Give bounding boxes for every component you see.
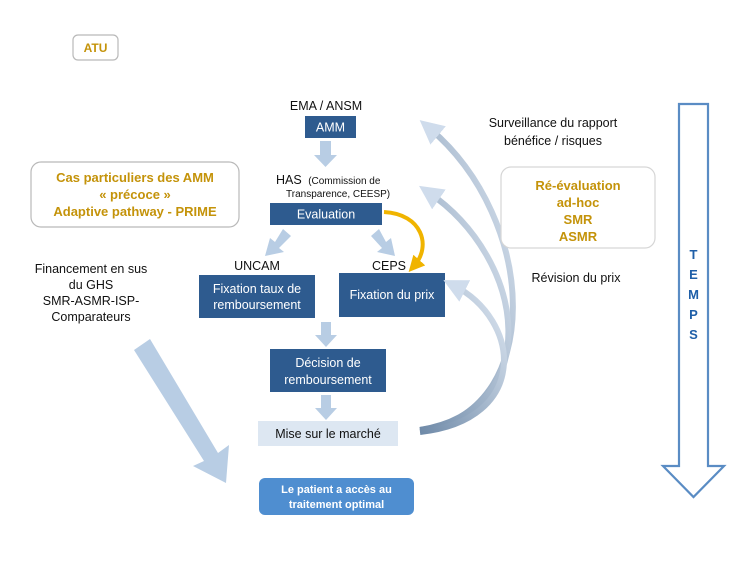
uncam-label: UNCAM bbox=[234, 259, 280, 273]
patient-box bbox=[259, 478, 414, 515]
uncam-box-line-1: Fixation taux de bbox=[213, 282, 301, 296]
special-cases-line-1: Cas particuliers des AMM bbox=[56, 170, 214, 185]
curve-to-price bbox=[419, 280, 507, 435]
time-letter-3: M bbox=[688, 287, 699, 302]
special-cases-line-2: « précoce » bbox=[99, 187, 171, 202]
evaluation-to-uncam-arrow bbox=[265, 229, 291, 256]
financing-to-patient-arrow bbox=[134, 339, 229, 483]
surveillance-line-1: Surveillance du rapport bbox=[489, 116, 618, 130]
amm-box-label: AMM bbox=[316, 121, 345, 135]
reevaluation-box: Ré-évaluation ad-hoc SMR ASMR bbox=[500, 166, 656, 249]
ceps-label: CEPS bbox=[372, 259, 406, 273]
has-label-small-2: Transparence, CEESP) bbox=[286, 189, 390, 200]
financing-line-1: Financement en sus bbox=[35, 262, 148, 276]
svg-text:HAS (Commission de: HAS (Commission de bbox=[276, 173, 381, 187]
to-market-arrow bbox=[315, 395, 337, 420]
evaluation-box-label: Evaluation bbox=[297, 208, 355, 222]
amm-box bbox=[305, 116, 356, 138]
uncam-box bbox=[199, 275, 315, 318]
amm-to-has-arrow bbox=[314, 141, 337, 167]
patient-box-line-1: Le patient a accès au bbox=[281, 484, 392, 496]
time-letter-2: E bbox=[689, 267, 698, 282]
ema-label: EMA / ANSM bbox=[290, 99, 362, 113]
decision-box bbox=[270, 349, 386, 392]
financing-line-3: SMR-ASMR-ISP- bbox=[43, 294, 140, 308]
reevaluation-line-2: ad-hoc bbox=[557, 195, 600, 210]
evaluation-to-ceps-arrow bbox=[371, 229, 395, 256]
surveillance-line-2: bénéfice / risques bbox=[504, 134, 602, 148]
financing-line-4: Comparateurs bbox=[51, 310, 130, 324]
to-decision-arrow bbox=[315, 322, 337, 347]
decision-box-line-2: remboursement bbox=[284, 373, 372, 387]
atu-label: ATU bbox=[84, 41, 108, 55]
has-label-main: HAS bbox=[276, 173, 302, 187]
price-fixing-box bbox=[339, 273, 445, 317]
price-revision-label: Révision du prix bbox=[532, 271, 622, 285]
evaluation-box bbox=[270, 203, 382, 225]
time-letter-4: P bbox=[689, 307, 698, 322]
special-cases-line-3: Adaptive pathway - PRIME bbox=[53, 204, 217, 219]
reevaluation-line-4: ASMR bbox=[559, 229, 598, 244]
atu-badge: ATU bbox=[72, 34, 119, 61]
has-label-small-1: (Commission de bbox=[308, 176, 381, 187]
market-box-label: Mise sur le marché bbox=[275, 427, 381, 441]
feedback-curves bbox=[419, 120, 516, 435]
special-cases-box: Cas particuliers des AMM « précoce » Ada… bbox=[30, 161, 240, 228]
market-box bbox=[258, 421, 398, 446]
ema-node: EMA / ANSM AMM bbox=[290, 99, 362, 138]
evaluation-to-price-orange-arrow bbox=[383, 210, 426, 272]
reevaluation-line-1: Ré-évaluation bbox=[535, 178, 620, 193]
time-arrow: T E M P S bbox=[660, 102, 727, 499]
has-label: HAS (Commission de Transparence, CEESP) bbox=[276, 173, 390, 200]
price-fixing-box-label: Fixation du prix bbox=[350, 288, 436, 302]
financing-line-2: du GHS bbox=[69, 278, 113, 292]
patient-box-line-2: traitement optimal bbox=[289, 499, 384, 511]
time-letter-1: T bbox=[690, 247, 698, 262]
time-letter-5: S bbox=[689, 327, 698, 342]
decision-box-line-1: Décision de bbox=[295, 356, 360, 370]
financing-text: Financement en sus du GHS SMR-ASMR-ISP- … bbox=[35, 262, 148, 324]
reevaluation-line-3: SMR bbox=[564, 212, 594, 227]
curve-to-evaluation bbox=[419, 185, 512, 433]
uncam-box-line-2: remboursement bbox=[213, 298, 301, 312]
